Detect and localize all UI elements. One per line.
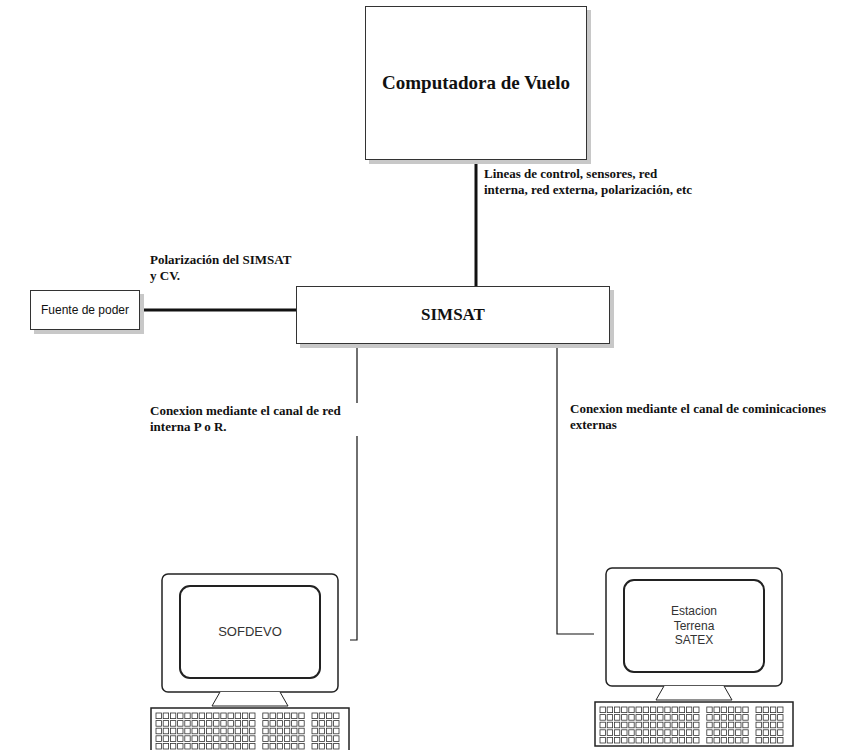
screen-area: Estacion Terrena SATEX (626, 582, 762, 670)
keyboard-keys (600, 707, 783, 743)
monitor-screen (624, 580, 764, 672)
screen-text: SOFDEVO (218, 624, 282, 640)
flight-computer-box: Computadora de Vuelo (365, 6, 587, 160)
connection-line (475, 160, 478, 286)
monitor-body (606, 568, 782, 686)
simsat-box: SIMSAT (296, 286, 610, 344)
box-label: Computadora de Vuelo (382, 72, 570, 95)
connection-label: Conexion mediante el canal de cominicaci… (570, 401, 840, 434)
monitor-stand (212, 692, 288, 706)
box-label: Fuente de poder (41, 303, 129, 317)
connection-line (350, 344, 357, 640)
connection-label: Polarización del SIMSAT y CV. (150, 252, 300, 285)
monitor-body (162, 574, 338, 692)
keyboard-keys (156, 713, 339, 749)
ground-station-computer: Estacion Terrena SATEX (594, 566, 794, 748)
screen-area: SOFDEVO (182, 588, 318, 676)
connection-line (140, 309, 296, 312)
computer-illustration (150, 572, 350, 750)
computer-illustration (594, 566, 794, 748)
keyboard (595, 702, 793, 746)
screen-text: Estacion Terrena SATEX (662, 604, 726, 647)
connection-label: Conexion mediante el canal de red intern… (150, 403, 365, 436)
monitor-screen (180, 586, 320, 678)
sofdevo-computer: SOFDEVO (150, 572, 350, 750)
monitor-stand (656, 686, 732, 700)
keyboard (151, 708, 349, 750)
power-supply-box: Fuente de poder (30, 290, 140, 330)
connection-label: Lineas de control, sensores, red interna… (484, 166, 699, 199)
connection-line (557, 344, 594, 634)
box-label: SIMSAT (421, 305, 485, 325)
